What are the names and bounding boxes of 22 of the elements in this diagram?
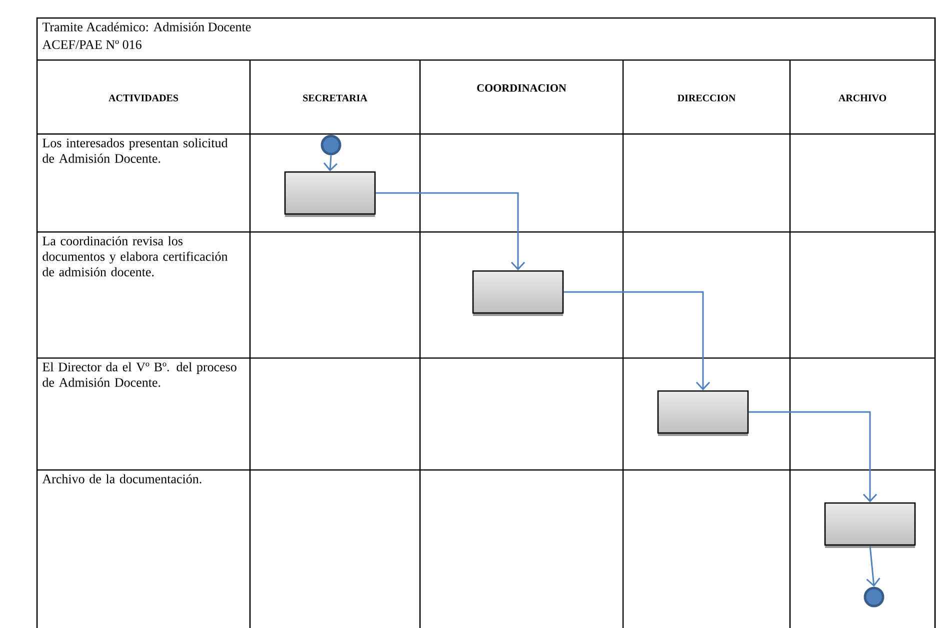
activity-text: El Director da el Vº Bº. del proceso de Admisión Docente. (42, 362, 236, 387)
column-header: COORDINACION (477, 84, 566, 92)
activity-box (472, 270, 564, 316)
column-header: DIRECCION (678, 94, 736, 102)
column-header: ACTIVIDADES (108, 94, 178, 102)
activity-box (824, 502, 916, 548)
column-header: ARCHIVO (838, 94, 886, 102)
activity-box (657, 390, 749, 436)
column-header: SECRETARIA (303, 94, 368, 102)
arrow (748, 411, 878, 502)
arrow (376, 192, 526, 270)
activity-box (284, 171, 376, 217)
terminal-circle (864, 586, 884, 608)
document-code: ACEF/PAE Nº 016 (42, 40, 142, 49)
arrow (564, 291, 710, 390)
terminal-circle (320, 134, 342, 156)
activity-text: Los interesados presentan solicitud de Admisión Docente. (42, 138, 228, 163)
arrow (866, 546, 880, 587)
arrow (323, 155, 338, 172)
title: Tramite Académico: Admisión Docente (42, 22, 251, 32)
activity-text: La coordinación revisa los documentos y elabora certificación de admisión docente. (42, 236, 228, 276)
activity-text: Archivo de la documentación. (42, 474, 202, 484)
